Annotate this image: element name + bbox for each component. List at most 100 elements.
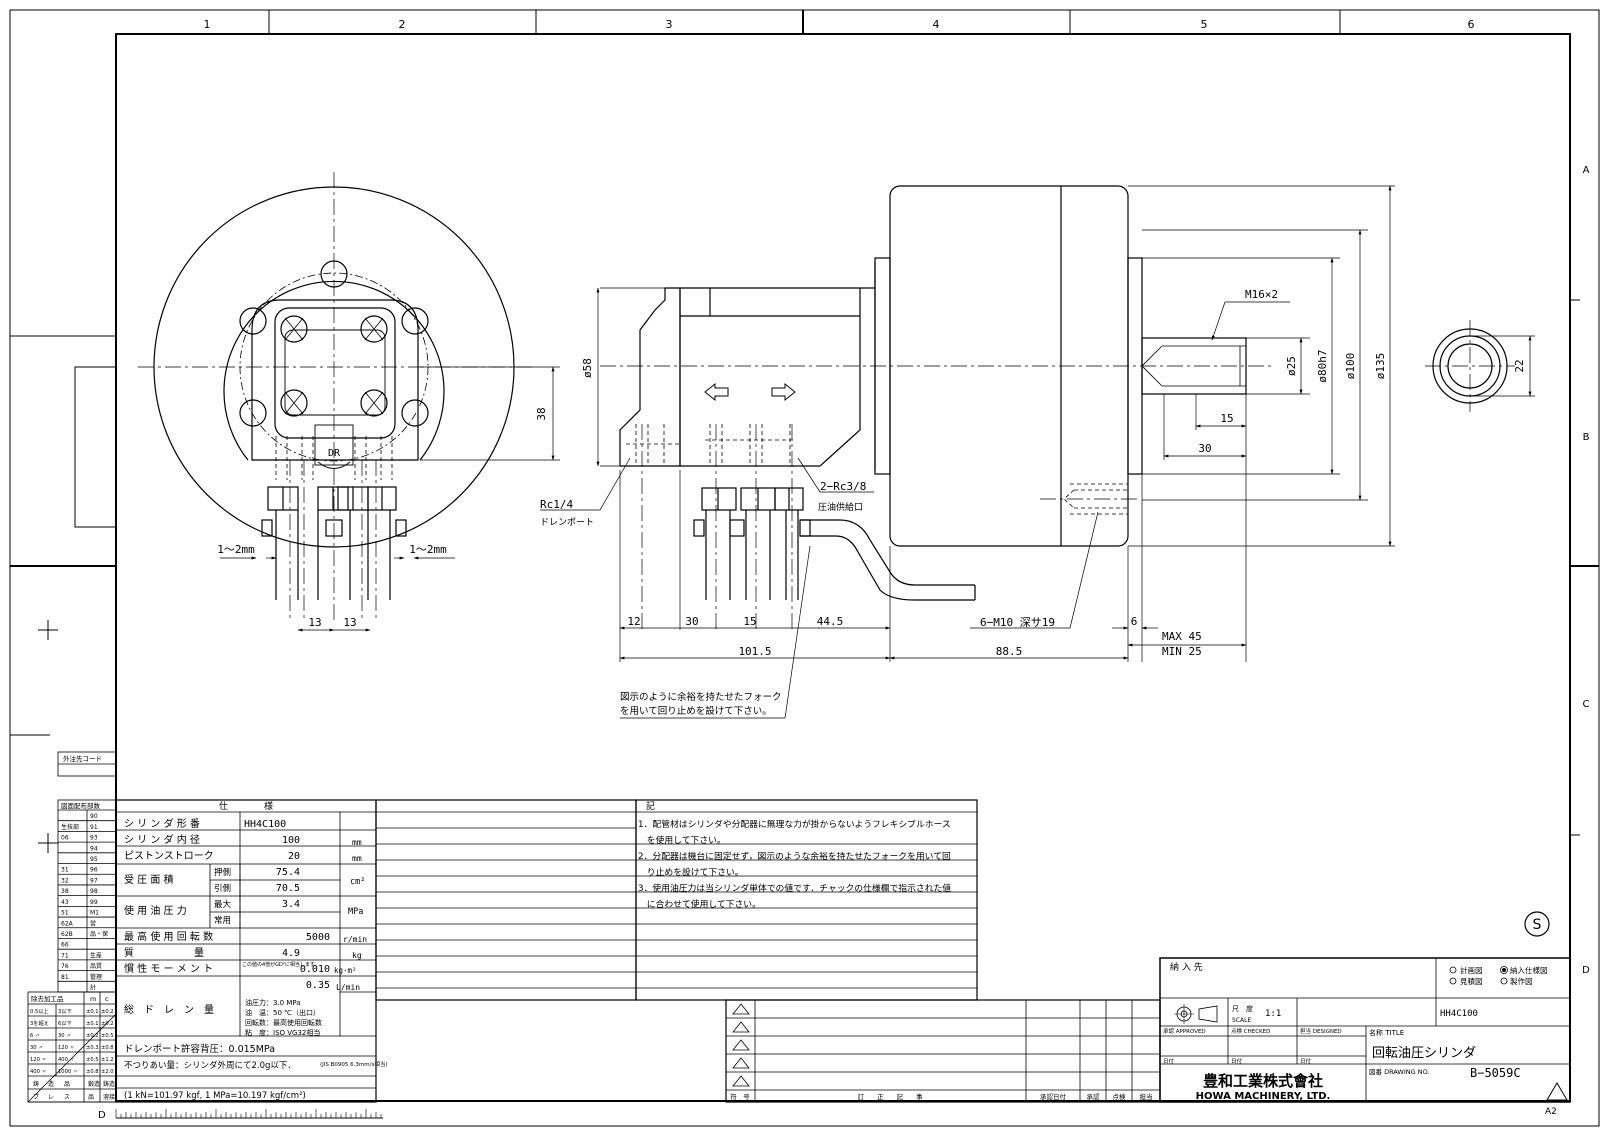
rev-col-date: 承認日付 — [1040, 1092, 1067, 1101]
grid-col-1: 1 — [204, 18, 211, 31]
code-cell: 66 — [61, 942, 69, 949]
designed-label: 担当 DESIGNED — [1300, 1027, 1342, 1035]
code-cell: 71 — [61, 952, 69, 959]
label-rc38: 2−Rc3/8 — [820, 480, 866, 493]
mass-label: 質 量 — [124, 946, 204, 959]
grid-col-6: 6 — [1468, 18, 1475, 31]
notes-line-5: に合わせて使用して下さい。 — [638, 898, 761, 910]
spec-row-1-unit: mm — [352, 838, 362, 847]
area-pull: 70.5 — [276, 883, 300, 894]
tol-cell: ±0.8 — [86, 1069, 99, 1075]
title-label: 名称 TITLE — [1369, 1028, 1404, 1037]
inertia-label: 慣 性 モ ー メ ン ト — [124, 962, 213, 975]
inertia-note: この値の4倍がGD²に相当します。 — [242, 961, 319, 968]
notes-line-0: 1．配管材はシリンダや分配器に無理な力が掛からないようフレキシブルホース — [638, 818, 951, 830]
pressure-max: 3.4 — [282, 899, 300, 910]
label-m16: M16×2 — [1245, 288, 1278, 301]
tol-cell: 400 〃 — [58, 1057, 75, 1063]
rev-col-charge: 担当 — [1140, 1092, 1153, 1101]
dim-gap-right: 1～2mm — [409, 543, 447, 556]
tol-cell: ±2.0 — [101, 1069, 114, 1075]
tol-header-0: 除去加工品 — [31, 994, 64, 1003]
area-push-label: 押側 — [214, 867, 231, 878]
label-distribution: 図面配布部数 — [61, 801, 101, 810]
code-cell: 97 — [90, 877, 98, 884]
tol-cell: 400 〃 — [30, 1069, 47, 1075]
dim-phi80: ø80h7 — [1316, 349, 1329, 382]
opt-plan: 計画図 — [1460, 965, 1483, 975]
inertia-value: 0.010 — [300, 964, 330, 975]
area-push: 75.4 — [276, 867, 300, 878]
footer-cell: 造 — [48, 1080, 54, 1088]
footer-cell: 品 — [64, 1081, 70, 1088]
footer-cell: 鋳 — [33, 1080, 39, 1088]
dim-min: MIN 25 — [1162, 645, 1202, 658]
drain-cond-0: 油圧力：3.0 MPa — [245, 998, 301, 1007]
dim-phi25: ø25 — [1285, 356, 1298, 376]
grid-col-2: 2 — [399, 18, 406, 31]
scale-en: SCALE — [1232, 1017, 1251, 1024]
grid-col-3: 3 — [666, 18, 673, 31]
code-cell: 31 — [61, 867, 69, 874]
spec-table — [115, 799, 978, 1103]
dim-22: 22 — [1513, 359, 1526, 372]
label-supplier-code: 外注先コード — [63, 754, 102, 763]
notes-line-2: 2．分配器は機台に固定せず，図示のような余裕を持たせたフォークを用いて回 — [638, 850, 951, 862]
tol-header-2: c — [105, 995, 109, 1003]
tol-cell: ±0.8 — [101, 1045, 114, 1051]
revision-table-text: 符 号 訂 正 記 事 承認日付 承認 点検 担当 — [730, 1092, 1152, 1101]
dim-pitch-b: 13 — [343, 616, 356, 629]
code-cell: 32 — [61, 877, 69, 884]
tol-cell: 6 〃 — [30, 1033, 40, 1039]
front-view — [138, 172, 560, 632]
rev-col-content: 訂 正 記 事 — [858, 1092, 924, 1101]
speed-unit: r/min — [343, 935, 367, 944]
tol-cell: 3を超え — [30, 1019, 49, 1027]
spec-drawing-selected-icon — [1502, 968, 1506, 972]
rev-col-approve: 承認 — [1087, 1092, 1101, 1101]
end-view — [1425, 320, 1535, 412]
code-cell: 管理 — [90, 973, 102, 981]
footer-cell: 鍛造 — [88, 1080, 100, 1088]
code-cell: 94 — [90, 845, 98, 852]
grid-row-b: B — [1583, 432, 1590, 443]
revision-table — [725, 999, 1161, 1103]
front-view-labels: 38 1～2mm 1～2mm 13 13 DR — [217, 407, 548, 629]
code-cell: 38 — [61, 888, 69, 895]
grid-col-5: 5 — [1201, 18, 1208, 31]
tol-cell: ±0.2 — [101, 1021, 114, 1027]
code-cell: 生技部 — [61, 823, 79, 831]
note-fork-line1: 図示のように余裕を持たせたフォーク — [620, 691, 782, 703]
grid-labels: 1 2 3 4 5 6 A B C D — [204, 18, 1591, 976]
code-cell: 営 — [90, 919, 96, 927]
dim-30b: 30 — [1198, 442, 1211, 455]
area-label: 受 圧 面 積 — [124, 873, 174, 886]
checked-label: 点検 CHECKED — [1231, 1027, 1270, 1035]
pressure-max-label: 最大 — [214, 899, 232, 910]
scale-label: 尺 度 — [1232, 1004, 1253, 1013]
tol-cell: ±0.5 — [86, 1057, 99, 1063]
opt-spec: 納入仕様図 — [1510, 965, 1548, 975]
code-cell: M1 — [90, 910, 99, 917]
dim-38: 38 — [535, 407, 548, 420]
mass-unit: kg — [352, 951, 362, 960]
mass-value: 4.9 — [282, 948, 300, 959]
drain-cond-1: 油 温：50 ℃（出口） — [245, 1008, 320, 1017]
sheet-size: A2 — [1545, 1107, 1557, 1117]
title-block — [1159, 911, 1571, 1103]
area-unit: cm² — [350, 877, 365, 887]
tol-cell: ±0.3 — [86, 1045, 99, 1051]
tol-cell: 6以下 — [58, 1020, 72, 1027]
drain-value: 0.35 — [306, 980, 330, 991]
grid-row-d: D — [1582, 965, 1590, 976]
left-tables — [27, 751, 117, 1103]
code-cell: 96 — [90, 867, 98, 874]
customer-label: 納 入 先 — [1170, 961, 1203, 973]
code-cell: 93 — [90, 835, 98, 842]
footer-cell: プ — [33, 1094, 39, 1101]
dim-gap-left: 1～2mm — [217, 543, 255, 556]
s-mark: S — [1533, 917, 1542, 933]
drawing-frame — [9, 9, 1600, 1127]
rev-col-check: 点検 — [1113, 1092, 1127, 1101]
